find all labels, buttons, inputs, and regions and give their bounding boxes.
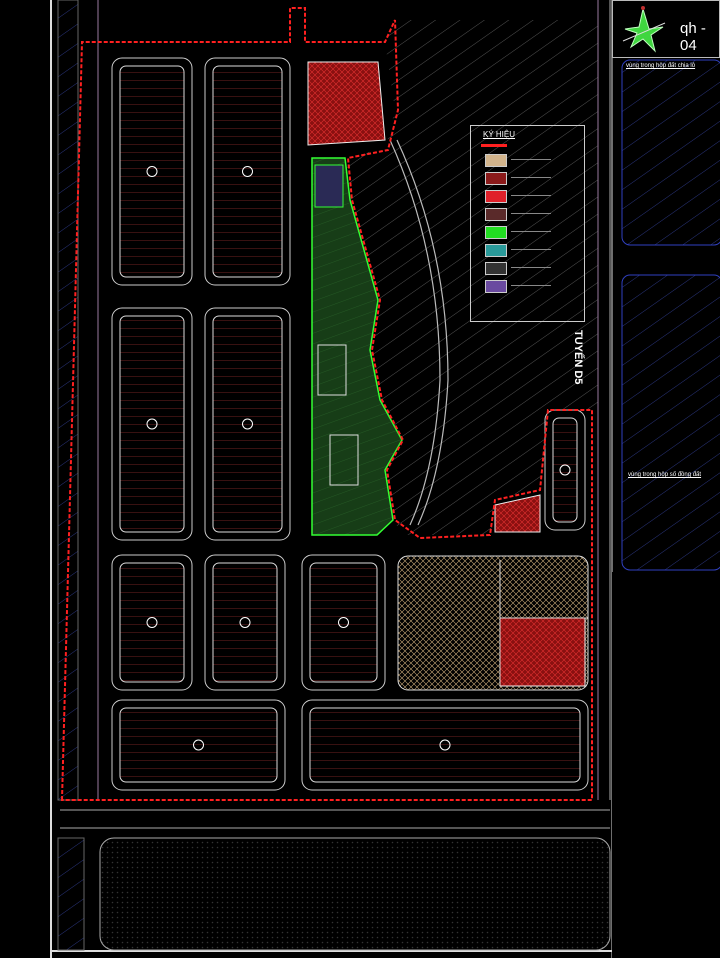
lot-block-lots — [119, 315, 185, 533]
legend-swatch — [485, 190, 507, 203]
lot-block-outline — [111, 699, 286, 791]
legend-swatch — [485, 262, 507, 275]
right-blank-panel — [612, 572, 720, 958]
legend-label-line — [511, 177, 551, 178]
legend-label-line — [511, 159, 551, 160]
north-arrow-icon — [622, 6, 666, 53]
lot-block-outline — [204, 554, 286, 691]
lot-block-outline — [111, 554, 193, 691]
south-strip — [57, 837, 85, 951]
legend-swatch — [485, 154, 507, 167]
lot-block-outline — [204, 57, 291, 286]
lot-block-marker — [239, 617, 251, 628]
note-top-right: vùng trong hộp đất chia lô — [626, 63, 696, 69]
green-park — [311, 157, 403, 536]
lot-block-marker — [338, 617, 349, 628]
lot-block-marker — [439, 739, 451, 751]
small-red-lot — [494, 494, 541, 533]
legend-boundary-swatch — [481, 144, 507, 147]
lot-block-lots — [119, 65, 185, 278]
plaza-red — [307, 61, 386, 146]
lot-block-lots — [309, 562, 378, 683]
legend-title: KÝ HIỆU — [483, 130, 516, 139]
legend-swatch — [485, 208, 507, 221]
red-subarea — [499, 617, 586, 687]
legend-label-line — [511, 231, 551, 232]
lot-block-marker — [193, 739, 204, 751]
park-pavilion — [314, 164, 344, 208]
lot-block-marker — [146, 418, 158, 430]
open-hatched-area — [345, 20, 598, 535]
legend-label-line — [511, 267, 551, 268]
legend-label-line — [511, 195, 551, 196]
legend-swatch — [485, 226, 507, 239]
lot-block-lots — [212, 65, 283, 278]
legend-swatch — [485, 172, 507, 185]
lot-block-lots — [212, 315, 283, 533]
sports-court-2 — [329, 434, 359, 486]
south-block — [99, 837, 611, 951]
legend-label-line — [511, 213, 551, 214]
legend-swatch — [485, 280, 507, 293]
right-region-mid — [621, 274, 720, 571]
lot-block-lots — [309, 707, 581, 783]
lot-block-lots — [552, 417, 578, 523]
frame-line-left — [50, 0, 52, 958]
road-label-d5: TUYẾN D5 — [572, 330, 584, 385]
lot-block-lots — [119, 707, 278, 783]
lot-block-outline — [111, 307, 193, 541]
sheet-title: qh - 04 — [680, 20, 706, 54]
lot-block-outline — [301, 699, 589, 791]
lot-block-marker — [242, 418, 253, 430]
lot-block-outline — [204, 307, 291, 541]
legend-swatch — [485, 244, 507, 257]
lot-block-marker — [559, 464, 571, 476]
legend-label-line — [511, 249, 551, 250]
curved-path — [389, 139, 441, 526]
right-region-top — [621, 59, 720, 246]
lot-block-lots — [119, 562, 185, 683]
note-mid-right: vùng trong hộp số đồng đất — [628, 472, 702, 478]
legend: KÝ HIỆU — [470, 125, 585, 322]
lot-block-outline — [111, 57, 193, 286]
lot-block-marker — [242, 166, 253, 177]
planning-boundary — [60, 7, 593, 801]
sports-court-1 — [317, 344, 347, 396]
lot-block-outline — [301, 554, 386, 691]
lot-block-lots — [212, 562, 278, 683]
lot-block-marker — [146, 166, 158, 177]
frame-line-bottom — [52, 950, 720, 952]
left-strip — [57, 0, 79, 801]
legend-label-line — [511, 285, 551, 286]
lot-block-marker — [146, 617, 158, 628]
curved-path-2 — [396, 139, 449, 526]
